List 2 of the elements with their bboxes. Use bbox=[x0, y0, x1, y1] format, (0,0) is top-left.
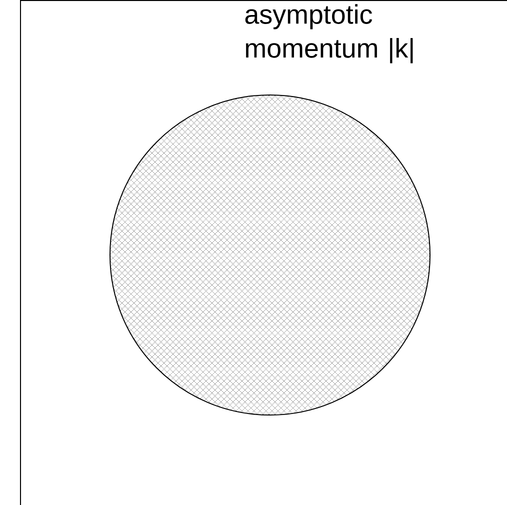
hatched-circle bbox=[110, 94, 430, 416]
axis-label: asymptotic momentum |k| bbox=[245, 4, 413, 64]
